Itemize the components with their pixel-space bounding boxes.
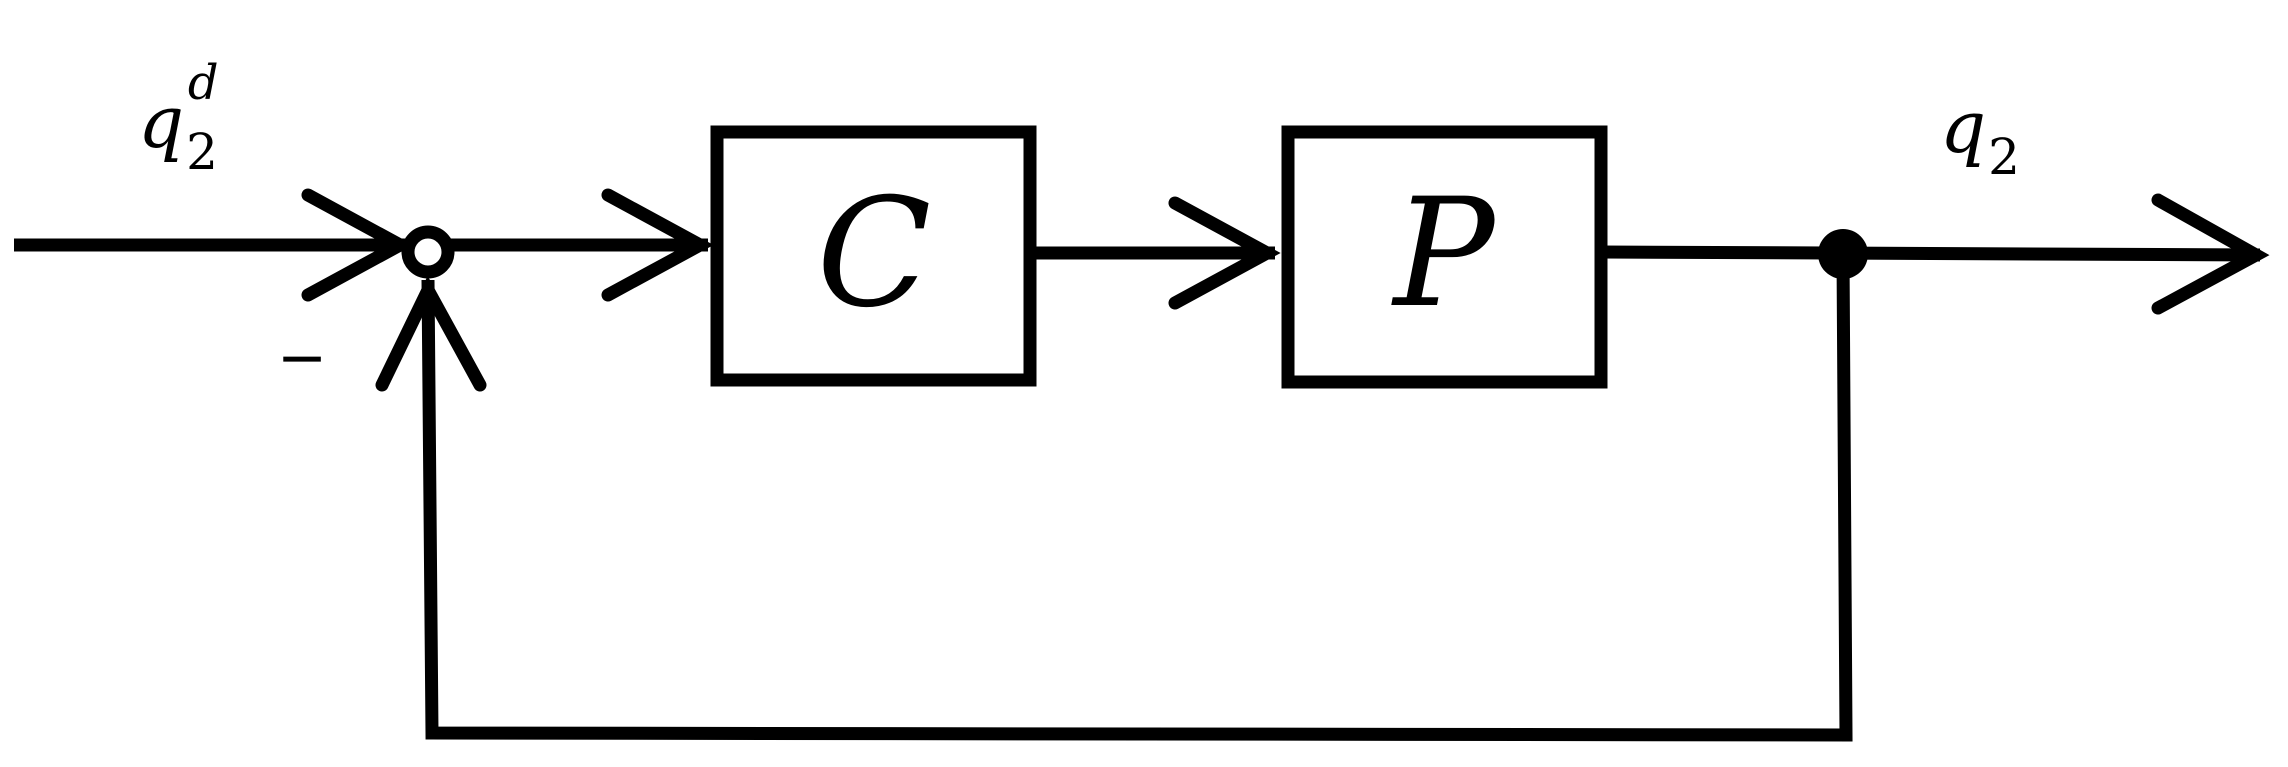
feedback-line: [421, 253, 1853, 742]
output-arrowhead: [2151, 193, 2270, 315]
input-arrowhead: [301, 188, 414, 302]
output-line: [1600, 245, 2261, 262]
input-signal-label: q2d: [138, 55, 219, 181]
controller-block-label: C: [817, 167, 932, 341]
feedback-sign: −: [277, 323, 327, 393]
summing-junction: [401, 225, 455, 279]
plant-block-label: P: [1391, 167, 1498, 341]
output-signal-label: q2: [1940, 85, 2020, 186]
controller-block: [710, 125, 1037, 387]
error-arrowhead: [601, 188, 714, 302]
feedback-arrowhead: [375, 275, 487, 392]
control-arrowhead: [1168, 196, 1281, 310]
